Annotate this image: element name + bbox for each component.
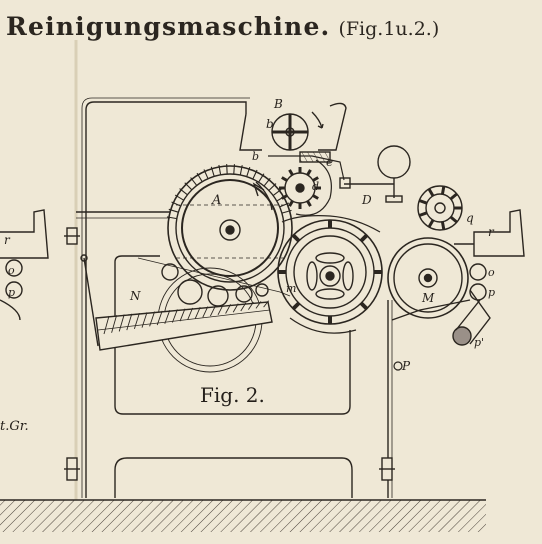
label-N: N [129, 289, 141, 303]
label-p-right: p [488, 286, 495, 299]
label-r-left: r [4, 233, 11, 247]
roller-M [387, 237, 469, 319]
scale-note: t.Gr. [0, 419, 29, 434]
title-row: Reinigungsmaschine. (Fig.1u.2.) [6, 12, 439, 48]
label-e: e [326, 155, 333, 169]
right-bracket [454, 209, 525, 257]
label-P: P [401, 359, 411, 373]
label-D: D [361, 193, 372, 207]
label-q: q [466, 211, 474, 225]
gear-q [417, 185, 463, 231]
plate-title: Reinigungsmaschine. [6, 12, 331, 41]
figure-reference: (Fig.1u.2.) [338, 18, 440, 40]
drum-A [166, 164, 293, 291]
label-d: d [312, 180, 319, 193]
label-r-right: r [488, 225, 495, 239]
label-A: A [211, 193, 221, 208]
figure-caption: Fig. 2. [200, 383, 265, 407]
label-b-upper: b [266, 117, 274, 131]
label-B: B [273, 97, 283, 111]
ground [0, 499, 486, 532]
delivery-rollers [452, 263, 491, 346]
feed-hopper [239, 102, 347, 151]
label-b-left: b [252, 150, 259, 163]
feed-roller-d [268, 151, 345, 216]
cleaning-grid-N [80, 254, 273, 373]
label-p-left: p [8, 286, 15, 299]
label-M: M [421, 291, 435, 305]
left-bracket [0, 209, 49, 321]
bolts [64, 227, 395, 481]
label-o-right: o [488, 266, 495, 279]
label-m: m [286, 282, 296, 295]
label-p-prime: p' [474, 336, 484, 349]
regulator-D [339, 145, 411, 203]
label-o-left: o [8, 264, 15, 277]
beater-m [277, 219, 383, 325]
